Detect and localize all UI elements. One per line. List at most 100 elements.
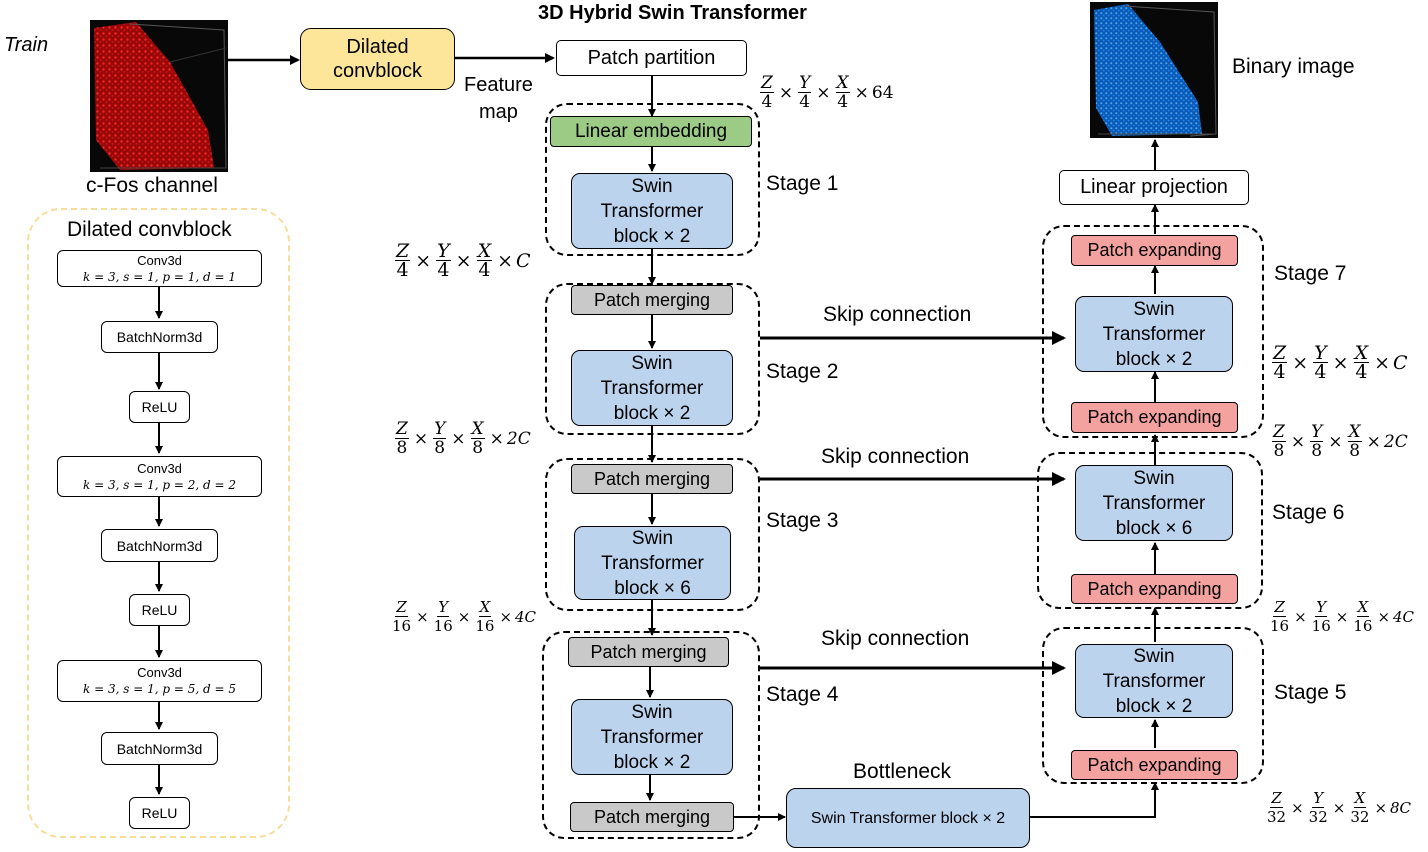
swin-block-stage-2: Swin Transformer block × 2 xyxy=(571,350,733,426)
linear-projection-box: Linear projection xyxy=(1059,170,1249,205)
dim-denominator: 32 xyxy=(1308,808,1328,826)
bottleneck-swin-block: Swin Transformer block × 2 xyxy=(786,788,1030,848)
dim-times-sign: × xyxy=(451,428,466,449)
stage-7-label: Stage 7 xyxy=(1274,262,1347,285)
dim-numerator: Z xyxy=(1272,422,1286,442)
dim-numerator: Z xyxy=(1273,598,1286,617)
dim-denominator: 4 xyxy=(1355,361,1368,383)
dim-denominator: 4 xyxy=(1314,361,1327,383)
dim-numerator: Y xyxy=(1312,789,1325,808)
conv3d-layer-1-name: Conv3d xyxy=(137,252,182,268)
swin-block-stage-3: Swin Transformer block × 6 xyxy=(574,526,731,600)
dim-times-sign: × xyxy=(1335,607,1349,626)
batchnorm3d-layer-2: BatchNorm3d xyxy=(101,529,218,562)
swin-block-stage-4: Swin Transformer block × 2 xyxy=(571,699,733,775)
dim-numerator: Y xyxy=(433,419,447,439)
conv3d-layer-2-name: Conv3d xyxy=(137,460,182,476)
swin-block-stage-5: Swin Transformer block × 2 xyxy=(1075,644,1233,718)
dim-times-sign: × xyxy=(413,428,429,449)
dim-denominator: 4 xyxy=(478,259,491,281)
stage-6-frame xyxy=(1037,452,1263,609)
dim-times-sign: × xyxy=(1292,351,1309,374)
dim-numerator: X xyxy=(470,419,485,439)
output-volume-image xyxy=(1090,2,1218,138)
dim-denominator: 4 xyxy=(1273,361,1286,383)
dim-times-sign: × xyxy=(1377,607,1391,626)
conv3d-layer-3: Conv3d k = 3, s = 1, p = 5, d = 5 xyxy=(57,660,262,702)
output-caption: Binary image xyxy=(1232,55,1355,78)
patch-merging-stage-2: Patch merging xyxy=(571,285,733,315)
dim-channel: C xyxy=(1393,351,1408,374)
dim-numerator: X xyxy=(476,240,493,262)
patch-expanding-stage-5: Patch expanding xyxy=(1071,750,1238,780)
stage-3-frame xyxy=(545,458,760,611)
dim-times-sign: × xyxy=(1366,431,1381,452)
dim-times-sign: × xyxy=(1328,431,1343,452)
dim-times-sign: × xyxy=(1374,798,1388,817)
patch-expanding-stage-6: Patch expanding xyxy=(1071,574,1238,604)
dim-numerator: X xyxy=(835,73,850,93)
stage-2-label: Stage 2 xyxy=(766,360,839,383)
input-caption: c-Fos channel xyxy=(86,174,218,197)
dim-times-sign: × xyxy=(497,249,514,272)
relu-layer-2: ReLU xyxy=(129,594,190,626)
dim-denominator: 8 xyxy=(1273,441,1285,461)
dim-times-sign: × xyxy=(1294,607,1307,626)
dim-denominator: 4 xyxy=(761,92,773,112)
relu-layer-3: ReLU xyxy=(129,797,190,829)
dim-times-sign: × xyxy=(1332,798,1346,817)
dim-denominator: 16 xyxy=(392,617,412,635)
conv3d-layer-3-name: Conv3d xyxy=(137,665,182,680)
stage-4-label: Stage 4 xyxy=(766,683,839,706)
conv3d-layer-1: Conv3d k = 3, s = 1, p = 1, d = 1 xyxy=(57,250,262,287)
swin-block-stage-6: Swin Transformer block × 6 xyxy=(1075,465,1233,541)
dim-times-sign: × xyxy=(455,249,472,272)
bottleneck-label: Bottleneck xyxy=(853,760,952,783)
patch-partition-box: Patch partition xyxy=(556,40,747,76)
dim-channel: 2C xyxy=(506,428,531,449)
stage-4-frame xyxy=(542,631,760,839)
dim-times-sign: × xyxy=(816,82,831,103)
convblock-detail-title: Dilated convblock xyxy=(67,218,232,241)
patch-merging-final: Patch merging xyxy=(570,802,734,832)
dim-numerator: Z xyxy=(760,73,774,93)
dim-channel: C xyxy=(516,249,531,272)
patch-merging-stage-4: Patch merging xyxy=(568,637,729,667)
dim-numerator: Y xyxy=(798,73,812,93)
dilated-convblock-box: Dilated convblock xyxy=(300,28,455,90)
dim-numerator: X xyxy=(1353,789,1367,808)
dim-numerator: Z xyxy=(395,598,408,617)
dim-times-sign: × xyxy=(415,249,432,272)
stage-6-label: Stage 6 xyxy=(1272,501,1345,524)
patch-expanding-stage-7-bottom: Patch expanding xyxy=(1071,402,1238,433)
dim-denominator: 32 xyxy=(1267,808,1287,826)
diagram-title: 3D Hybrid Swin Transformer xyxy=(538,2,807,24)
dim-denominator: 8 xyxy=(1311,441,1323,461)
stage-2-frame xyxy=(545,283,760,435)
dim-numerator: Y xyxy=(436,240,451,262)
dim-channel: 8C xyxy=(1390,798,1412,817)
dim-times-sign: × xyxy=(1291,798,1304,817)
dim-denominator: 16 xyxy=(1353,617,1373,635)
dim-channel: 2C xyxy=(1383,431,1408,452)
dim-channel: 4C xyxy=(515,607,537,626)
dim-numerator: Y xyxy=(437,598,450,617)
